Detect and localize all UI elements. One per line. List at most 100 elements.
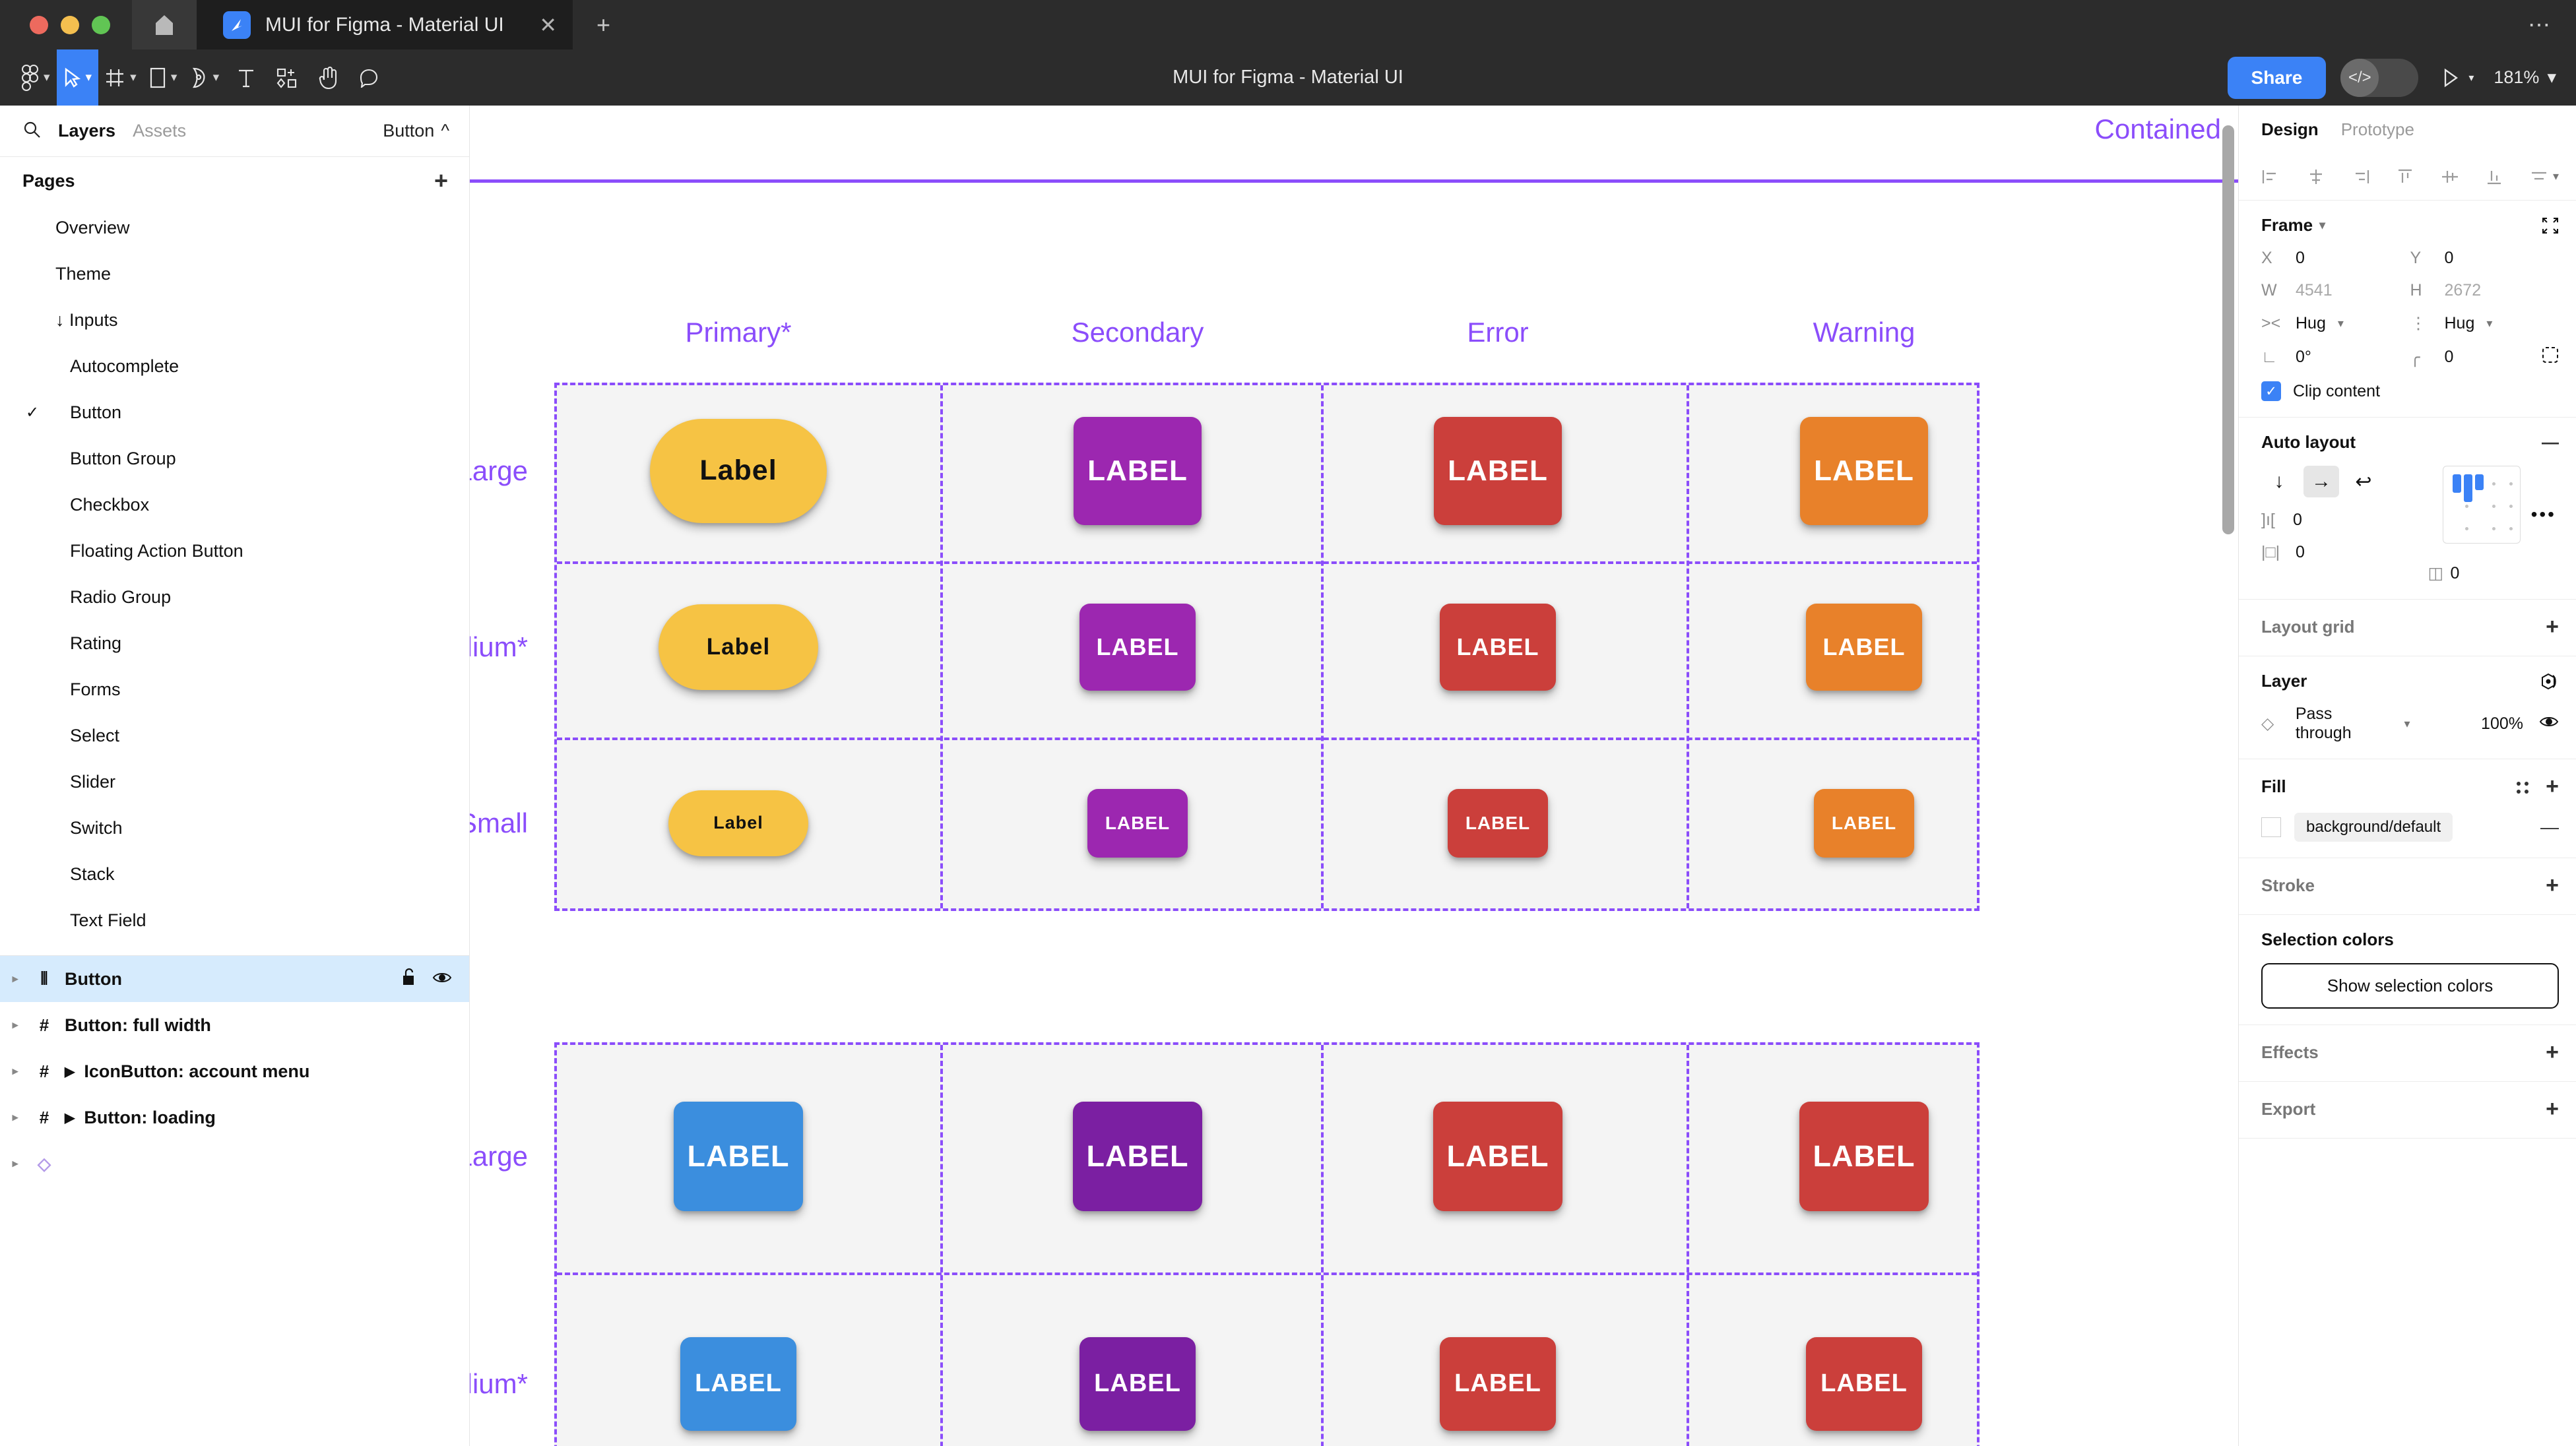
align-left-icon[interactable] (2261, 168, 2281, 185)
pen-tool-icon[interactable]: ▾ (184, 49, 226, 106)
expand-layer-icon[interactable]: ▸ (12, 1019, 18, 1031)
page-item[interactable]: Slider (0, 759, 469, 805)
variant-button[interactable]: Label (650, 418, 827, 523)
auto-layout-gap-field[interactable]: ]ı[ 0 (2261, 511, 2428, 530)
rotation-field[interactable]: ∟ 0° (2261, 348, 2410, 367)
layer-styles-icon[interactable] (2540, 672, 2559, 691)
page-item[interactable]: Text Field (0, 897, 469, 943)
comment-tool-icon[interactable] (348, 49, 389, 106)
height-field[interactable]: H 2672 (2410, 281, 2560, 300)
add-fill-button[interactable]: + (2546, 774, 2559, 799)
clip-content-checkbox[interactable]: ✓ (2261, 381, 2281, 401)
frame-chevron-down-icon[interactable]: ▾ (2319, 218, 2326, 232)
page-item[interactable]: Autocomplete (0, 343, 469, 389)
close-tab-button[interactable]: ✕ (539, 13, 557, 37)
variant-button[interactable]: LABEL (1079, 1336, 1196, 1431)
expand-layer-icon[interactable]: ▸ (12, 1157, 18, 1170)
layout-vertical-icon[interactable]: ↓ (2274, 470, 2284, 492)
align-vertical-center-icon[interactable] (2440, 168, 2460, 185)
clip-content-row[interactable]: ✓ Clip content (2261, 381, 2559, 401)
page-item[interactable]: Button Group (0, 435, 469, 482)
variant-button[interactable]: LABEL (1079, 603, 1196, 691)
page-item[interactable]: Overview (0, 204, 469, 251)
page-item[interactable]: ✓Button (0, 389, 469, 435)
present-button[interactable]: ▾ (2442, 68, 2474, 88)
remove-fill-button[interactable]: — (2540, 817, 2559, 837)
window-menu-button[interactable]: ⋯ (2528, 12, 2552, 38)
page-item[interactable]: Rating (0, 620, 469, 666)
canvas-vertical-scrollbar[interactable] (2222, 125, 2234, 534)
x-field[interactable]: X 0 (2261, 249, 2410, 268)
present-chevron-down-icon[interactable]: ▾ (2468, 72, 2474, 84)
horizontal-resizing-select[interactable]: >< Hug ▾ (2261, 314, 2410, 333)
unlock-icon[interactable] (402, 968, 418, 991)
align-top-icon[interactable] (2395, 168, 2415, 185)
variant-button[interactable]: LABEL (1074, 416, 1202, 525)
vertical-resizing-select[interactable]: ⋮ Hug ▾ (2410, 313, 2560, 333)
tab-design[interactable]: Design (2261, 119, 2319, 139)
minimize-window-button[interactable] (61, 15, 79, 34)
fill-style-name[interactable]: background/default (2294, 813, 2453, 842)
add-export-button[interactable]: + (2546, 1096, 2559, 1121)
page-item[interactable]: Theme (0, 251, 469, 297)
chevron-right-icon[interactable]: ▶ (65, 1110, 75, 1125)
maximize-window-button[interactable] (92, 15, 110, 34)
variant-button[interactable]: Label (659, 604, 818, 690)
zoom-chevron-down-icon[interactable]: ▾ (2547, 67, 2556, 87)
close-window-button[interactable] (30, 15, 48, 34)
share-button[interactable]: Share (2227, 56, 2327, 99)
layer-row[interactable]: ▸#▶IconButton: account menu (0, 1048, 469, 1094)
resize-to-fit-button[interactable] (2542, 217, 2559, 234)
variant-button[interactable]: LABEL (1448, 788, 1548, 858)
move-tool-icon[interactable]: ▾ (56, 49, 99, 106)
variant-button[interactable]: LABEL (1799, 1101, 1929, 1211)
remove-auto-layout-button[interactable]: — (2542, 432, 2559, 452)
tab-assets[interactable]: Assets (133, 121, 187, 141)
layout-horizontal-icon[interactable]: → (2303, 466, 2339, 497)
resources-icon[interactable] (267, 49, 307, 106)
add-page-button[interactable]: + (434, 167, 448, 194)
fill-color-swatch[interactable] (2261, 817, 2281, 837)
horizontal-padding-field[interactable]: |□| 0 (2261, 543, 2305, 562)
variant-button[interactable]: LABEL (1073, 1101, 1202, 1211)
shape-tool-icon[interactable]: ▾ (143, 49, 184, 106)
distribute-icon[interactable]: ▾ (2529, 168, 2559, 185)
align-right-icon[interactable] (2350, 168, 2370, 185)
layer-opacity-field[interactable]: 100% (2410, 714, 2560, 734)
variant-button[interactable]: LABEL (674, 1101, 803, 1211)
add-layout-grid-button[interactable]: + (2546, 614, 2559, 639)
tab-prototype[interactable]: Prototype (2340, 119, 2414, 139)
variant-button[interactable]: LABEL (1087, 788, 1188, 858)
variant-button[interactable]: LABEL (1433, 1101, 1562, 1211)
y-field[interactable]: Y 0 (2410, 249, 2560, 268)
variant-button[interactable]: LABEL (1800, 416, 1928, 525)
eye-icon[interactable] (2539, 714, 2559, 734)
expand-layer-icon[interactable]: ▸ (12, 1111, 18, 1123)
variant-button[interactable]: LABEL (1814, 788, 1914, 858)
width-field[interactable]: W 4541 (2261, 281, 2410, 300)
eye-icon[interactable] (432, 969, 452, 990)
page-item[interactable]: Select (0, 712, 469, 759)
variant-button[interactable]: LABEL (680, 1336, 796, 1431)
browser-tab[interactable]: MUI for Figma - Material UI ✕ (197, 0, 573, 49)
add-stroke-button[interactable]: + (2546, 873, 2559, 898)
variant-button[interactable]: LABEL (1806, 603, 1922, 691)
independent-corners-icon[interactable] (2542, 346, 2559, 368)
vertical-padding-field[interactable]: ◫ 0 (2428, 563, 2460, 583)
layer-row[interactable]: ▸#Button: full width (0, 1002, 469, 1048)
hand-tool-icon[interactable] (307, 49, 348, 106)
variant-button[interactable]: LABEL (1806, 1336, 1922, 1431)
frame-name-label[interactable]: Contained (2094, 113, 2221, 144)
fill-styles-icon[interactable] (2515, 779, 2531, 795)
zoom-control[interactable]: 181% ▾ (2494, 67, 2556, 88)
auto-layout-more-button[interactable]: ••• (2530, 504, 2556, 524)
layer-row[interactable]: ▸◇ (0, 1141, 469, 1187)
variant-button[interactable]: LABEL (1440, 603, 1556, 691)
align-bottom-icon[interactable] (2484, 168, 2504, 185)
page-item[interactable]: Floating Action Button (0, 528, 469, 574)
add-effect-button[interactable]: + (2546, 1040, 2559, 1065)
search-icon[interactable] (22, 120, 41, 142)
frame-tool-icon[interactable]: ▾ (98, 49, 143, 106)
expand-layer-icon[interactable]: ▸ (12, 1065, 18, 1077)
page-item[interactable]: ↓ Inputs (0, 297, 469, 343)
